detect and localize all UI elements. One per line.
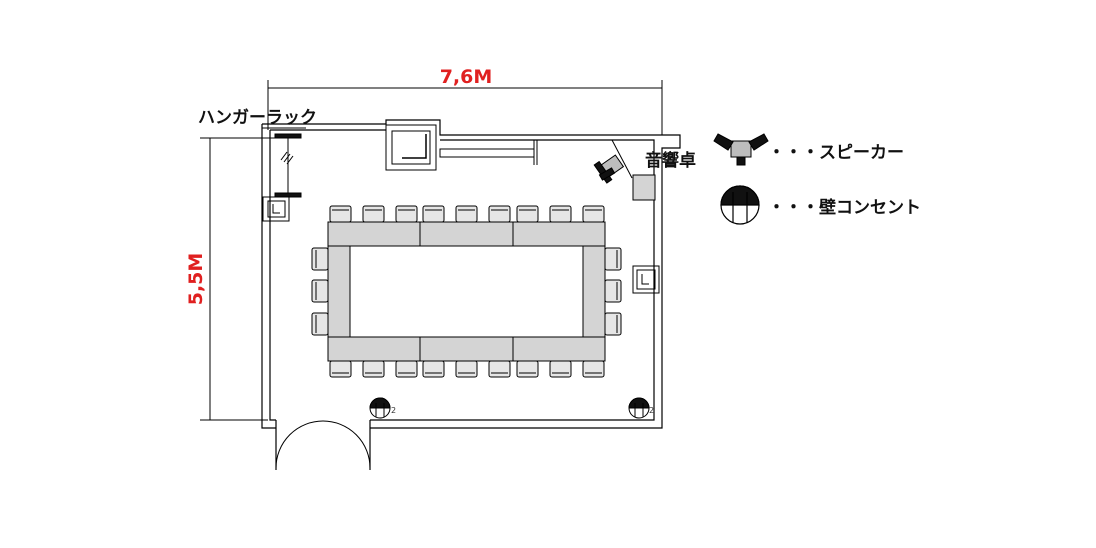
chair-bottom-6 [488,360,511,378]
chair-bottom-5 [455,360,478,378]
chair-top-1 [329,205,352,223]
floor-outlet-right-count: 2 [649,406,654,415]
speaker-on-plan [593,139,633,184]
chair-right-2 [604,279,622,303]
table-bottom-1 [327,336,421,362]
hanger-rack-label: ハンガーラック [198,108,317,128]
chair-left-3 [311,312,329,336]
outlet-box-right [632,265,660,294]
floor-outlet-left [369,397,391,419]
chair-top-8 [549,205,572,223]
legend-speaker-label: ・・・スピーカー [768,143,904,163]
hanger-rack [274,133,302,198]
sound-desk-label: 音響卓 [645,150,696,171]
legend-outlet-symbol [720,185,760,225]
chair-bottom-9 [582,360,605,378]
wall-counter [439,140,538,165]
chair-left-2 [311,279,329,303]
chair-bottom-1 [329,360,352,378]
dimension-height [200,137,275,421]
chair-top-6 [488,205,511,223]
table-top-2 [419,221,514,247]
chair-top-5 [455,205,478,223]
chair-bottom-8 [549,360,572,378]
width-dimension-label: 7,6M [440,66,493,88]
table-bottom-3 [512,336,606,362]
height-dimension-label: 5,5M [185,253,207,306]
table-arrangement [327,221,606,362]
table-bottom-2 [419,336,514,362]
chair-bottom-3 [395,360,418,378]
chair-top-4 [422,205,445,223]
legend-outlet-label: ・・・壁コンセント [768,197,921,218]
chair-right-1 [604,247,622,271]
chair-top-2 [362,205,385,223]
chair-top-7 [516,205,539,223]
table-top-1 [327,221,421,247]
sound-desk [632,174,656,201]
outlet-box-left [262,196,290,222]
chair-bottom-4 [422,360,445,378]
chair-right-3 [604,312,622,336]
chair-left-1 [311,247,329,271]
table-right [582,245,606,338]
legend-speaker-symbol [713,133,769,166]
floor-outlet-left-count: 2 [391,406,396,415]
chair-bottom-2 [362,360,385,378]
chair-bottom-7 [516,360,539,378]
double-door [275,420,371,469]
chair-top-3 [395,205,418,223]
table-left [327,245,351,338]
floor-outlet-right [628,397,650,419]
wall-fixture [385,124,437,171]
dimension-width [267,80,663,135]
table-top-3 [512,221,606,247]
room-walls [261,119,681,470]
chair-top-9 [582,205,605,223]
